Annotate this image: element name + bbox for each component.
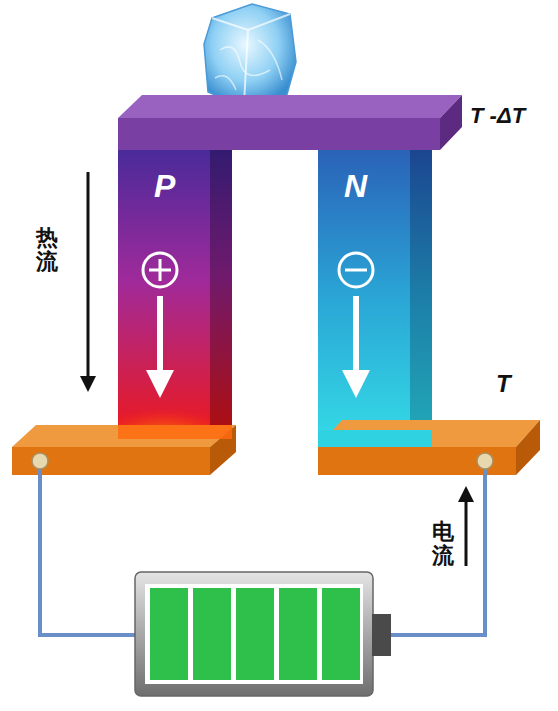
leg-type-label: N — [344, 170, 367, 202]
n-type-leg — [318, 150, 432, 448]
heat-flow-arrow — [80, 172, 96, 392]
current-arrow — [458, 486, 474, 566]
current-label: 电流 — [432, 520, 454, 568]
terminal-dot — [477, 453, 493, 469]
terminal-dot — [32, 453, 48, 469]
cold-plate — [118, 95, 462, 150]
hot-plate-right — [318, 420, 540, 475]
n-leg-node: N — [318, 150, 432, 270]
n-leg-foot — [318, 430, 432, 447]
leg-type-label: P — [154, 170, 175, 202]
hot-side-temperature: T — [496, 372, 511, 396]
battery — [135, 572, 391, 696]
ice-cube — [204, 4, 296, 106]
heat-flow-label: 热流 — [36, 226, 58, 274]
p-leg-node: P — [118, 150, 232, 270]
p-type-leg — [118, 150, 232, 442]
hot-plate-left — [12, 425, 236, 475]
cold-side-temperature: T -ΔT — [470, 105, 525, 127]
